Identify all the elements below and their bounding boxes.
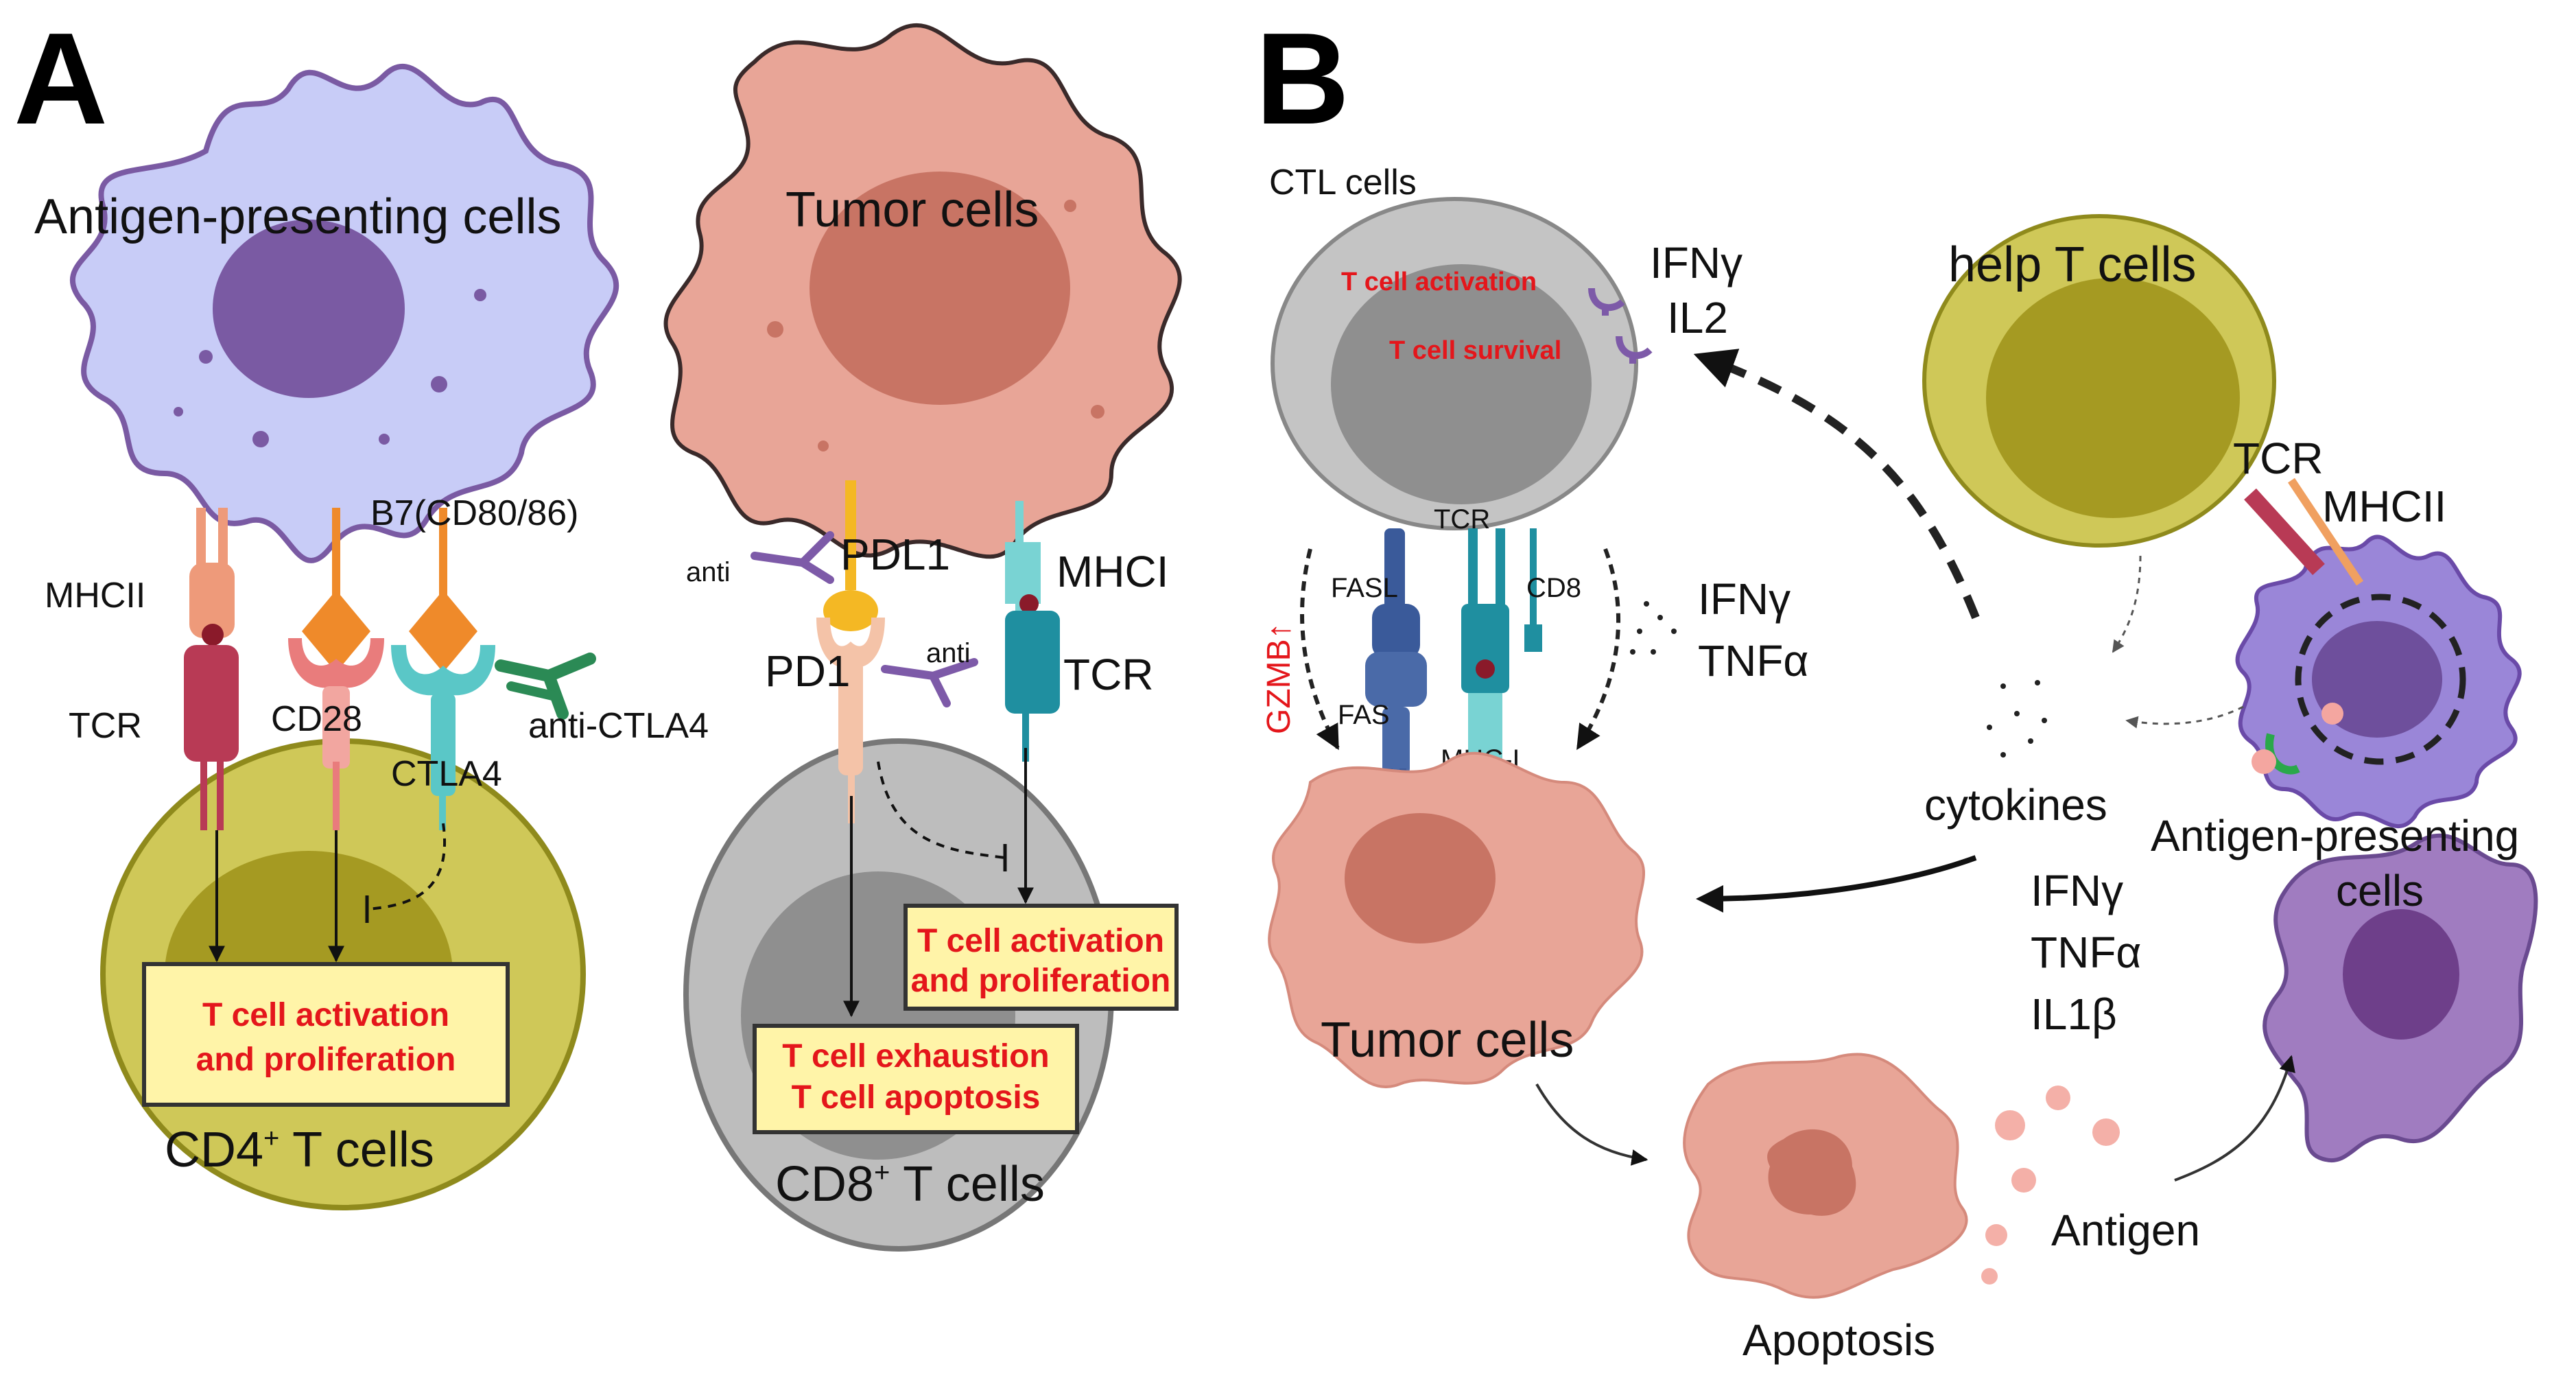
- cd4-box-line1: T cell activation: [202, 997, 449, 1033]
- cytokine-to-ctl-arrow: [1693, 349, 1980, 620]
- anti-pdl1-label: anti: [686, 557, 731, 587]
- apc-label-a: Antigen-presenting cells: [34, 189, 561, 244]
- cd4-t-cell-label: CD4+ T cells: [165, 1123, 434, 1177]
- gzmb-label: GZMB↑: [1261, 622, 1297, 734]
- anti-ctla4-antibody: [495, 653, 596, 720]
- tcr-label-a-right: TCR: [1063, 650, 1154, 699]
- ctl-survival-label: T cell survival: [1389, 336, 1561, 365]
- help-t-cell: [1922, 214, 2276, 548]
- panel-b-letter: B: [1255, 6, 1349, 152]
- cd8-box1-line2: and proliferation: [911, 963, 1171, 999]
- cytokine-dots: [1987, 680, 2047, 758]
- pdl1-pd1-pair: [816, 480, 885, 823]
- dendritic-cell-b: [2262, 833, 2538, 1163]
- tnfa-mid-label: TNFα: [1698, 636, 1808, 685]
- cytokine-receptors: [1588, 288, 1653, 364]
- cyto-item-2: IL1β: [2031, 989, 2117, 1039]
- ctla4-inhibit-line: [366, 823, 446, 911]
- antigen-to-apc-arrow: [2174, 1055, 2295, 1182]
- antigen-label: Antigen: [2051, 1206, 2200, 1255]
- panel-a-letter: A: [14, 6, 108, 152]
- anti-ctla4-label: anti-CTLA4: [528, 706, 709, 746]
- antigen-uptake: [2252, 703, 2343, 775]
- cd28-label: CD28: [271, 699, 362, 739]
- pd1-inhibit-line: [877, 761, 1006, 859]
- pdl1-label: PDL1: [840, 530, 950, 579]
- cd8-box1-line1: T cell activation: [917, 923, 1164, 959]
- ifng-mid-label: IFNγ: [1698, 574, 1791, 624]
- ctl-label: CTL cells: [1269, 163, 1417, 202]
- help-tcr-mhcii: [2244, 478, 2363, 586]
- b7-label: B7(CD80/86): [370, 493, 578, 533]
- il2-top-label: IL2: [1667, 293, 1728, 342]
- ctl-activation-label: T cell activation: [1341, 268, 1537, 296]
- cytokines-label: cytokines: [1924, 780, 2107, 830]
- ifng-tnfa-dots: [1630, 601, 1677, 655]
- tumor-cell-b: [1268, 751, 1645, 1088]
- anti-pd1-antibody: [881, 658, 978, 707]
- mhcii-label-a: MHCII: [45, 576, 145, 615]
- tumor-label-b: Tumor cells: [1321, 1013, 1574, 1068]
- cd8-t-cell-label: CD8+ T cells: [775, 1157, 1045, 1212]
- tumor-to-apoptosis-arrow: [1535, 1083, 1649, 1166]
- cd8-box2-line1: T cell exhaustion: [782, 1038, 1049, 1075]
- cd8-box2-line2: T cell apoptosis: [792, 1079, 1041, 1116]
- anti-pd1-label: anti: [926, 638, 971, 668]
- apoptosis-label: Apoptosis: [1742, 1315, 1935, 1365]
- help-t-label: help T cells: [1948, 237, 2197, 292]
- apc-b-label-line2: cells: [2336, 866, 2424, 915]
- tcr-label-a-left: TCR: [69, 706, 142, 746]
- cd8-outcome-box-1: [903, 904, 1179, 1011]
- fas-label: FAS: [1338, 700, 1390, 730]
- apc-b-label-line1: Antigen-presenting: [2151, 811, 2519, 860]
- tumor-cell-a: [663, 23, 1182, 559]
- cyto-item-1: TNFα: [2031, 928, 2141, 977]
- mhci-label-a: MHCI: [1056, 547, 1169, 596]
- help-t-to-cytokine-arrow: [2112, 555, 2142, 653]
- apc-to-cytokine-arrow: [2125, 705, 2244, 729]
- ifng-top-label: IFNγ: [1650, 238, 1742, 288]
- tumor-label-a: Tumor cells: [785, 183, 1039, 237]
- ifng-tnfa-arrow: [1576, 548, 1621, 751]
- fasl-fas-complex: [1365, 528, 1427, 837]
- mhcii-help-label: MHCII: [2322, 482, 2446, 531]
- tcr-mhci-complex-b: [1461, 528, 1542, 830]
- ctl-cell: [1271, 197, 1638, 530]
- cd4-outcome-box: [142, 962, 510, 1107]
- cd8-outcome-box-2: [753, 1024, 1079, 1134]
- cd4-box-line2: and proliferation: [196, 1042, 456, 1078]
- tcr-ctl-label: TCR: [1434, 504, 1490, 535]
- tcr-help-label: TCR: [2233, 434, 2324, 483]
- ctla4-label: CTLA4: [391, 754, 502, 794]
- b7-ctla4-pair: [391, 508, 495, 830]
- apoptotic-cell: [1683, 1053, 2120, 1299]
- fasl-label: FASL: [1331, 573, 1398, 603]
- apc-b: [2235, 535, 2522, 828]
- mhci-tcr-pair: [1005, 501, 1060, 762]
- pd1-label: PD1: [765, 646, 851, 696]
- cytokine-to-tumor-arrow: [1696, 855, 1977, 913]
- gzmb-arrow: [1300, 548, 1340, 751]
- anti-pdl1-antibody: [751, 531, 834, 584]
- cd8-label-b: CD8: [1526, 573, 1581, 603]
- b7-cd28-pair: [288, 508, 384, 830]
- antigen-presenting-cell-a: [69, 63, 619, 563]
- cyto-item-0: IFNγ: [2031, 866, 2123, 915]
- mhcii-tcr-pair: [184, 508, 239, 830]
